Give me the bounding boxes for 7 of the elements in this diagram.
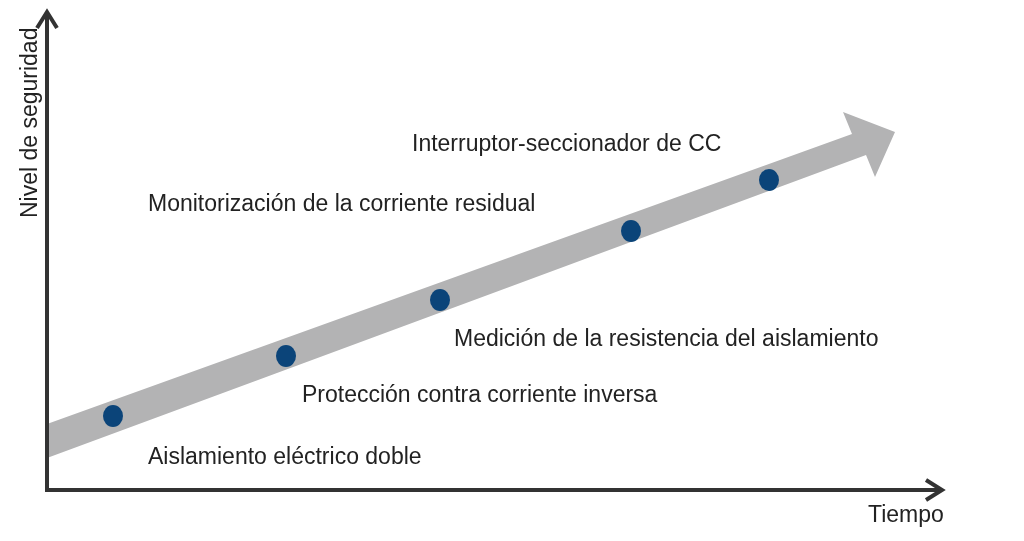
stage-label: Interruptor-seccionador de CC bbox=[412, 130, 722, 158]
stage-label: Protección contra corriente inversa bbox=[302, 381, 658, 409]
stage-label: Medición de la resistencia del aislamiento bbox=[454, 325, 879, 353]
stage-label: Monitorización de la corriente residual bbox=[148, 190, 536, 218]
axis-title: Tiempo bbox=[868, 501, 944, 529]
axis-title: Nivel de seguridad bbox=[15, 27, 43, 219]
stage-label: Aislamiento eléctrico doble bbox=[148, 443, 422, 471]
